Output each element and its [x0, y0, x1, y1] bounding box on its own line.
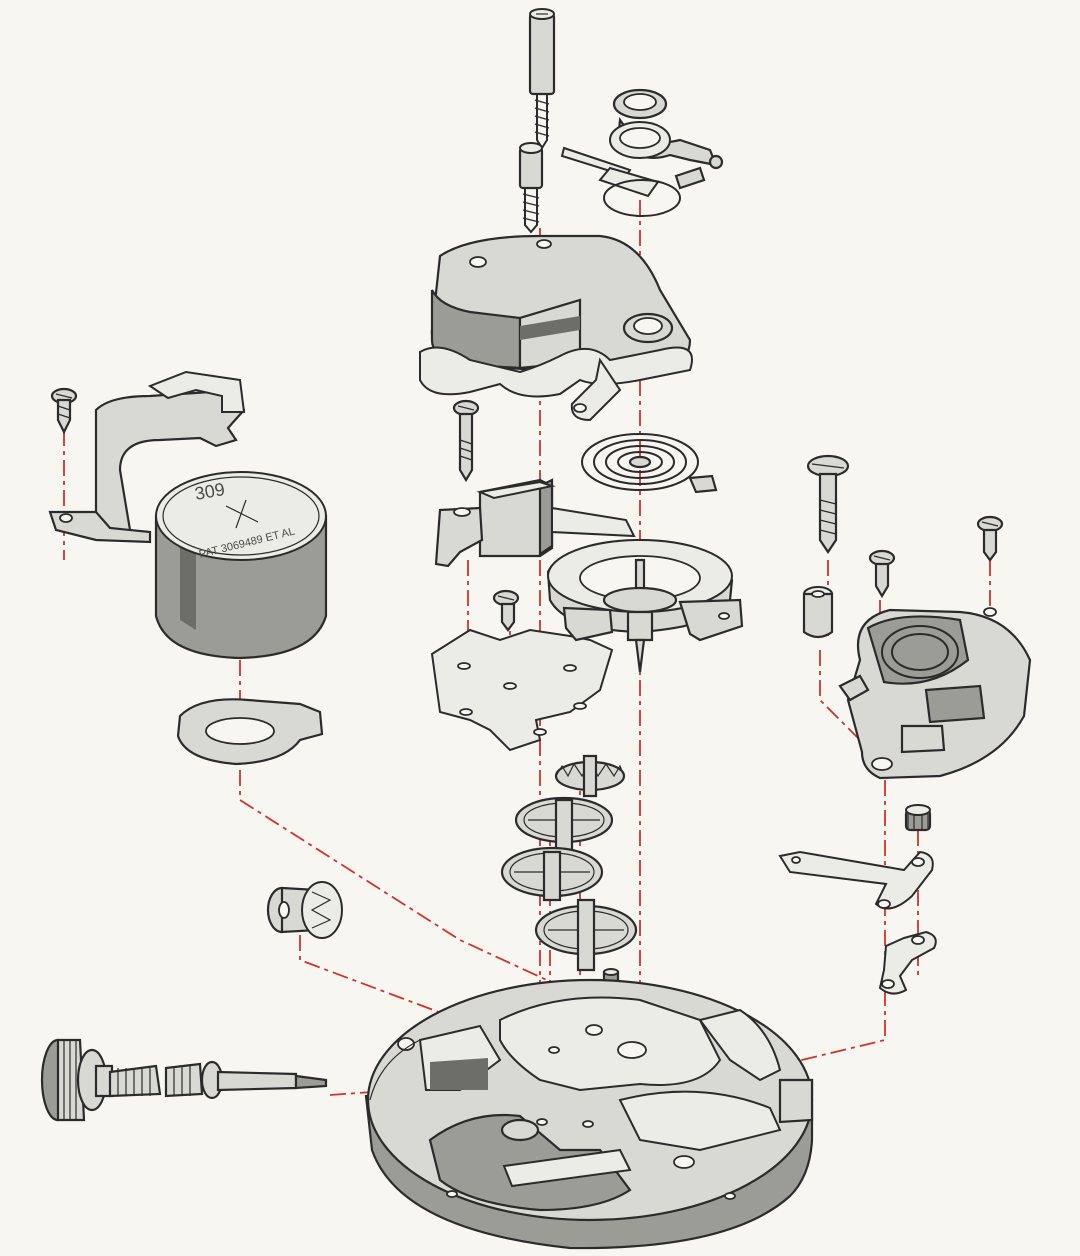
right-stud: [802, 586, 834, 639]
train-wheel-2: [500, 846, 604, 902]
main-plate: [364, 978, 814, 1250]
right-long-screw: [806, 454, 850, 554]
tall-screw-top: [528, 8, 556, 150]
guide-battery-to-plate: [239, 660, 591, 1001]
train-wheel-3: [534, 898, 638, 972]
hairspring: [581, 433, 718, 494]
guide-levers: [759, 780, 886, 1071]
electronic-module: [838, 607, 1032, 780]
setting-lever: [778, 850, 934, 910]
balance-wheel: [546, 538, 744, 673]
coil-screw: [452, 399, 480, 483]
winding-stem: [108, 1060, 328, 1100]
yoke-lever: [878, 930, 937, 995]
escape-wheel: [554, 754, 626, 798]
clutch-wheel: [266, 881, 343, 939]
guide-crown-wheel: [299, 935, 461, 1090]
lever-pin: [904, 804, 932, 832]
battery-cell: 309 PAT 3069489 ET AL: [154, 471, 328, 660]
train-wheel-1: [514, 796, 614, 852]
right-screw-far: [976, 515, 1004, 562]
insulator-washer: [176, 698, 324, 766]
guide-stem: [329, 1091, 373, 1096]
train-bridge-plate: [430, 628, 614, 752]
right-screw-mid: [868, 549, 896, 599]
left-screw: [50, 387, 78, 435]
small-screw: [492, 589, 520, 632]
coil-holder-block: [434, 478, 636, 568]
main-bridge-block: [419, 234, 693, 422]
screw-stud: [518, 142, 544, 234]
winding-crown: [40, 1038, 114, 1122]
battery-contact-clip: [48, 370, 246, 544]
balance-clamp-ring: [560, 88, 724, 217]
